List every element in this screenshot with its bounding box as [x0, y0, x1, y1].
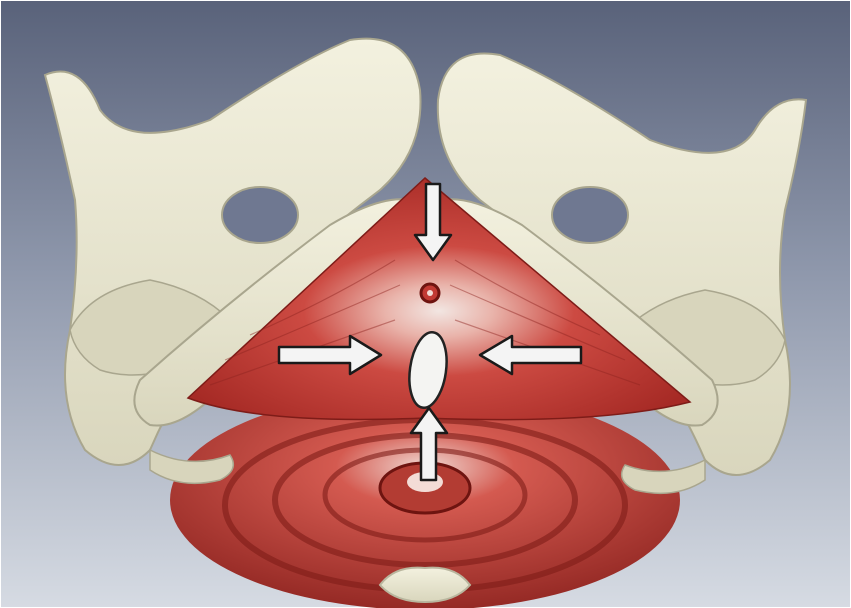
pelvic-floor-illustration [0, 0, 851, 608]
